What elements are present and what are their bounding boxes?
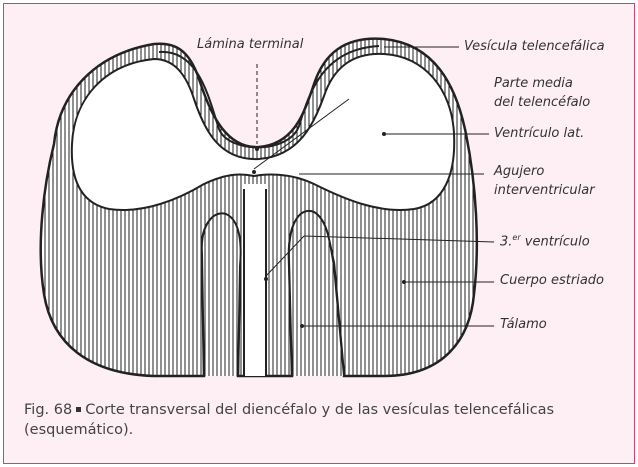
label-agujero-line2: interventricular [494, 183, 595, 198]
figure-frame: Lámina terminal Vesícula telencefálica P… [3, 3, 635, 464]
caption-bullet-icon [76, 407, 81, 412]
label-parte-media-line2: del telencéfalo [494, 95, 590, 110]
caption-fig-number: Fig. 68 [24, 402, 72, 418]
label-cuerpo-estriado: Cuerpo estriado [500, 273, 604, 288]
caption-text: Corte transversal del diencéfalo y de la… [24, 402, 554, 438]
label-talamo: Tálamo [500, 317, 547, 332]
label-lamina-terminal: Lámina terminal [197, 37, 303, 52]
label-agujero-line1: Agujero [494, 164, 544, 179]
label-3er-ventriculo: 3.er ventrículo [500, 233, 590, 249]
third-ventricle [244, 184, 266, 376]
left-thalamus-lobe [202, 213, 241, 376]
label-parte-media-line1: Parte media [494, 76, 573, 91]
label-ventriculo-lat: Ventrículo lat. [494, 126, 584, 141]
label-vesicula-telencefalica: Vesícula telencefálica [464, 39, 605, 54]
